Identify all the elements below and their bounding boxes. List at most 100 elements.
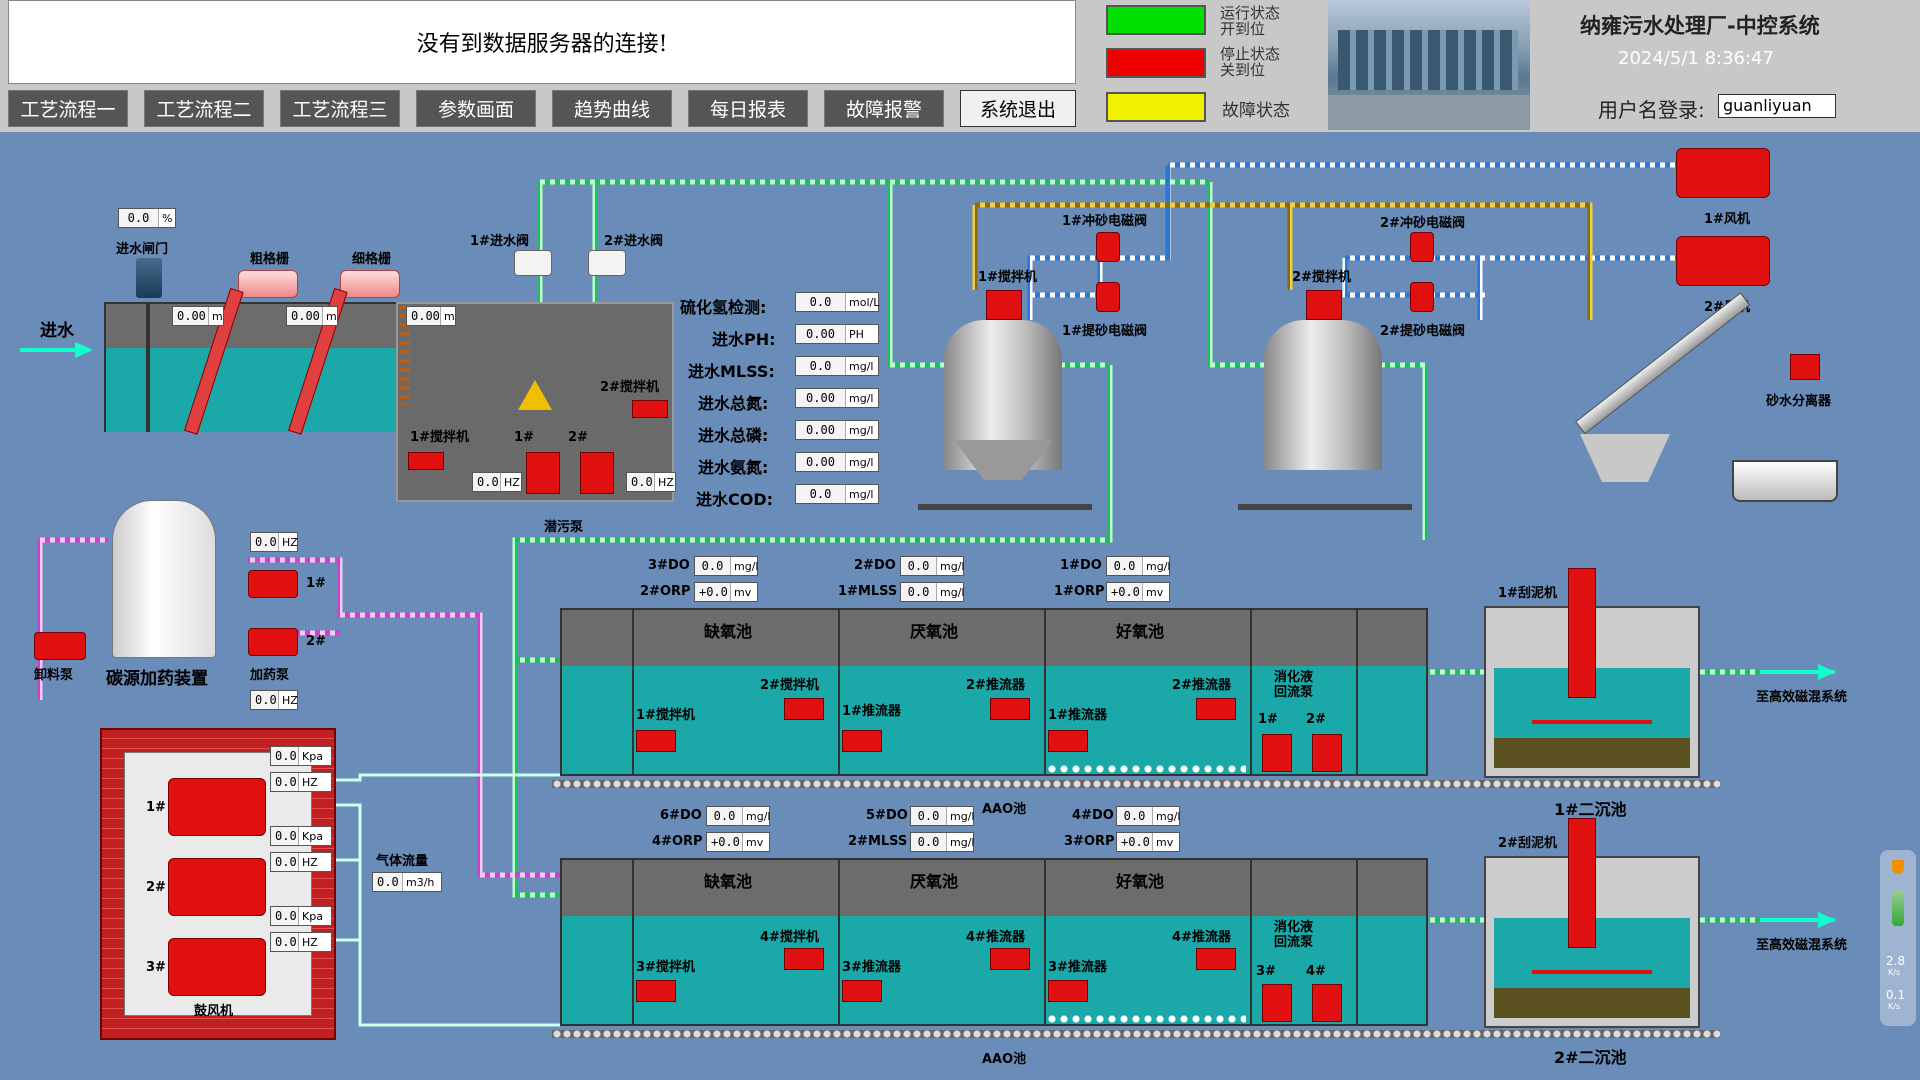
aao2-basin	[560, 858, 1428, 1026]
fan-1-label: 1#风机	[1704, 212, 1750, 227]
fan-1-icon[interactable]	[1676, 148, 1770, 198]
nav-process-3[interactable]: 工艺流程三	[280, 90, 400, 127]
clarifier2-arm	[1532, 970, 1652, 974]
aao1-propeller-1-icon[interactable]	[842, 730, 882, 752]
lift-valve-2-icon[interactable]	[1410, 282, 1434, 312]
grit-mixer-2-label: 2#搅拌机	[1292, 270, 1351, 285]
lift-valve-1-icon[interactable]	[1096, 282, 1120, 312]
aao2-mixer-2-icon[interactable]	[784, 948, 824, 970]
aao1-mixer-1-icon[interactable]	[636, 730, 676, 752]
aao2-zone-anaerobic: 厌氧池	[910, 872, 959, 891]
aao2-zone-anoxic: 缺氧池	[704, 872, 753, 891]
aao2-reading-label: 2#MLSS	[848, 834, 908, 849]
aao1-propeller-2-label: 2#推流器	[966, 678, 1025, 693]
aao1-recycle-pump-2-label: 2#	[1306, 712, 1326, 727]
clarifier2-scraper-label: 2#刮泥机	[1498, 836, 1557, 851]
grit-tank-2	[1264, 320, 1382, 470]
sump-pump-2-icon[interactable]	[580, 452, 614, 494]
clarifier1-outlet-label: 至高效磁混系统	[1756, 690, 1848, 705]
nav-process-1[interactable]: 工艺流程一	[8, 90, 128, 127]
legend-fault-label: 故障状态	[1222, 101, 1290, 121]
aao1-propeller-1-label: 1#推流器	[842, 704, 901, 719]
aao2-recycle-pump-1-icon[interactable]	[1262, 984, 1292, 1022]
download-speed-unit: K/s	[1888, 1002, 1901, 1011]
upload-speed: 2.8	[1886, 954, 1906, 968]
aao1-propeller-3-icon[interactable]	[1048, 730, 1088, 752]
grit-mixer-2-icon[interactable]	[1306, 290, 1342, 320]
separator-motor-icon[interactable]	[1790, 354, 1820, 380]
dose-pump-2-icon[interactable]	[248, 628, 298, 656]
aao1-propeller-4-label: 2#推流器	[1172, 678, 1231, 693]
grit-tank-1	[944, 320, 1062, 480]
aao2-aerators	[1046, 1014, 1246, 1024]
unload-pump-label: 卸料泵	[34, 668, 74, 683]
inlet-gate-icon[interactable]	[136, 258, 162, 298]
aao2-mixer-1-label: 3#搅拌机	[636, 960, 695, 975]
flush-valve-2-label: 2#冲砂电磁阀	[1380, 216, 1465, 231]
aao1-recycle-pump-1-icon[interactable]	[1262, 734, 1292, 772]
blower-2-icon[interactable]	[168, 858, 266, 916]
aao1-mixer-2-icon[interactable]	[784, 698, 824, 720]
valve-2-icon[interactable]	[588, 250, 626, 276]
gate-opening-display: 0.0%	[118, 208, 176, 228]
legend-run-swatch	[1106, 5, 1206, 35]
flush-valve-1-icon[interactable]	[1096, 232, 1120, 262]
blower-1-icon[interactable]	[168, 778, 266, 836]
clarifier2-outlet-label: 至高效磁混系统	[1756, 938, 1848, 953]
clarifier1-scraper-icon[interactable]	[1568, 568, 1596, 698]
aao2-recycle-pump-1-label: 3#	[1256, 964, 1276, 979]
user-login-field[interactable]: guanliyuan	[1718, 94, 1836, 118]
flush-valve-2-icon[interactable]	[1410, 232, 1434, 262]
nav-daily-report[interactable]: 每日报表	[688, 90, 808, 127]
aao2-propeller-2-icon[interactable]	[990, 948, 1030, 970]
nav-trend[interactable]: 趋势曲线	[552, 90, 672, 127]
nav-alarm[interactable]: 故障报警	[824, 90, 944, 127]
sump-label: 潜污泵	[544, 520, 584, 535]
aao1-mixer-1-label: 1#搅拌机	[636, 708, 695, 723]
aao2-recycle-pump-2-icon[interactable]	[1312, 984, 1342, 1022]
aao2-mixer-1-icon[interactable]	[636, 980, 676, 1002]
blower-3-icon[interactable]	[168, 938, 266, 996]
fine-screen-motor[interactable]	[340, 270, 400, 298]
grit-mixer-1-icon[interactable]	[986, 290, 1022, 320]
datetime: 2024/5/1 8:36:47	[1618, 48, 1774, 69]
aao2-propeller-3-icon[interactable]	[1048, 980, 1088, 1002]
aao1-propeller-3-label: 1#推流器	[1048, 708, 1107, 723]
blower-2-label: 2#	[146, 880, 166, 895]
fan-2-icon[interactable]	[1676, 236, 1770, 286]
aao2-propeller-4-icon[interactable]	[1196, 948, 1236, 970]
nav-process-2[interactable]: 工艺流程二	[144, 90, 264, 127]
plant-photo	[1328, 0, 1530, 130]
valve-1-icon[interactable]	[514, 250, 552, 276]
aao1-propeller-4-icon[interactable]	[1196, 698, 1236, 720]
sump-mixer-2-icon[interactable]	[632, 400, 668, 418]
nav-parameters[interactable]: 参数画面	[416, 90, 536, 127]
clarifier2-scraper-icon[interactable]	[1568, 818, 1596, 948]
quality-label: 进水氨氮:	[698, 458, 769, 477]
aao2-reading-label: 5#DO	[866, 808, 908, 823]
aao1-recycle-pump-2-icon[interactable]	[1312, 734, 1342, 772]
flush-valve-1-label: 1#冲砂电磁阀	[1062, 214, 1147, 229]
aao1-propeller-2-icon[interactable]	[990, 698, 1030, 720]
sump-mixer-1-icon[interactable]	[408, 452, 444, 470]
unload-pump-icon[interactable]	[34, 632, 86, 660]
upload-speed-unit: K/s	[1888, 968, 1901, 977]
coarse-screen-motor[interactable]	[238, 270, 298, 298]
aao1-zone-aerobic: 好氧池	[1116, 622, 1165, 641]
dose-pump-1-icon[interactable]	[248, 570, 298, 598]
aao1-mixer-2-label: 2#搅拌机	[760, 678, 819, 693]
aao2-reading-label: 4#ORP	[652, 834, 703, 849]
nav-exit-button[interactable]: 系统退出	[960, 90, 1076, 127]
aao2-propeller-1-icon[interactable]	[842, 980, 882, 1002]
sump-pump-1-icon[interactable]	[526, 452, 560, 494]
valve-2-label: 2#进水阀	[604, 234, 663, 249]
